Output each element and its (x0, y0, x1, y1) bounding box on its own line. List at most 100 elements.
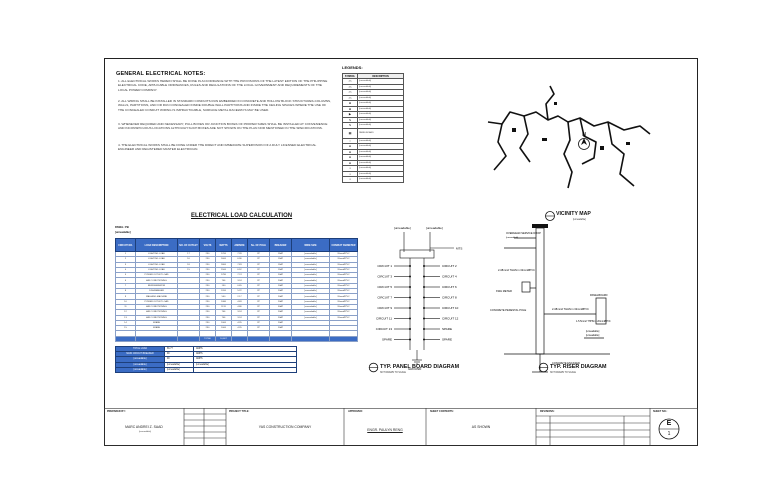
legend-body: ▭[unreadable]▭[unreadable]▭[unreadable]▭… (342, 78, 404, 183)
load-calc-header-cell: VOLTS (199, 238, 216, 252)
riser-overhead-label: OVERHEAD SERVICE DROP (506, 231, 541, 235)
riser-encased-label: CONCRETE ENCASED (552, 361, 580, 365)
map-block (626, 142, 630, 145)
legend-description: [unreadable] (357, 78, 404, 85)
legend-row: ⊕[unreadable] (342, 100, 404, 107)
legend-row: ▦PANELBOARD (342, 127, 404, 139)
load-calc-header-cell: AMPERE (231, 238, 248, 252)
legend-description: [unreadable] (357, 94, 404, 101)
riser-grade-label-2: [unreadable] (586, 334, 600, 337)
riser-subcaption: NOT DRAWN TO SCALE (550, 372, 576, 374)
legend-row: ⊕[unreadable] (342, 105, 404, 112)
map-road-south (563, 121, 573, 189)
load-calc-total-cell (177, 335, 200, 343)
legend-row: S[unreadable] (342, 116, 404, 123)
panel-circuit-left-label: CIRCUIT 5 (377, 285, 392, 289)
breaker-dot (409, 265, 411, 267)
riser-panelboard-label: PANELBOARD (590, 293, 608, 297)
map-road-main (487, 111, 651, 135)
legend-description: [unreadable] (357, 83, 404, 90)
load-calc-total-cell (231, 335, 248, 343)
load-calc-total-cell (247, 335, 270, 343)
pole-cap (532, 224, 548, 228)
project-title-label: PROJECT TITLE: (229, 410, 250, 413)
map-block (554, 102, 557, 105)
breaker-dot (423, 296, 425, 299)
sheet-number: E (666, 420, 672, 427)
panel-ground-label: GROUND (408, 367, 422, 371)
load-calc-panel: PANEL: PB (115, 226, 129, 229)
legend-title: LEGENDS: (342, 65, 363, 70)
load-calc-total-cell (269, 335, 292, 343)
legend-description: PANELBOARD (357, 127, 404, 139)
north-arrow-icon (581, 138, 587, 145)
load-calc-header-cell: CONDUIT DIAMETER (329, 238, 358, 252)
load-calc-total-cell (291, 335, 330, 343)
legend-row: ▭[unreadable] (342, 83, 404, 90)
map-road-east (607, 121, 635, 187)
panel-circuit-left-label: CIRCUIT 9 (377, 306, 392, 310)
title-block: PREPARED BY: MARC ANDREI Z. SAAD [unread… (104, 408, 698, 446)
legend-description: [unreadable] (357, 105, 404, 112)
load-calc-header-cell: CIRCUIT NO. (115, 238, 136, 252)
breaker-dot (423, 317, 425, 320)
load-calc-title: ELECTRICAL LOAD CALCULATION (191, 213, 293, 219)
riser-pole-label: CONCRETE PEDESTAL POLE (490, 308, 526, 312)
legend-description: [unreadable] (357, 100, 404, 107)
legend-symbol: ▦ (342, 127, 358, 139)
panel-circuit-left-label: SPARE (382, 338, 392, 342)
map-block (542, 138, 547, 141)
map-north-label: N (582, 132, 586, 138)
load-summary-value: [unreadable] (164, 366, 194, 373)
load-calc-header-cell: WIRE SIZE (291, 238, 330, 252)
prepared-by-role: [unreadable] (138, 431, 152, 433)
breaker-dot (409, 328, 411, 330)
map-road-west (493, 123, 507, 171)
load-summary-unit (193, 366, 297, 373)
map-road-north (545, 85, 555, 121)
general-note-3: 3. WHENEVER REQUIRED AND NECESSARY, PULL… (118, 122, 328, 131)
load-calc-total-cell (135, 335, 178, 343)
panel-circuit-right-label: SPARE (442, 327, 452, 331)
breaker-dot (409, 317, 411, 320)
panel-board-caption: TYP. PANEL BOARD DIAGRAM (380, 364, 460, 370)
load-calc-header-cell: BREAKER (269, 238, 292, 252)
legend-description: [unreadable] (357, 89, 404, 96)
legend-row: ▶[unreadable] (342, 111, 404, 118)
general-note-2: 2. ALL WIRING SHALL BE INSTALLED IN STAN… (118, 99, 331, 112)
legend-description: [unreadable] (357, 116, 404, 123)
riser-caption-icon (538, 362, 549, 373)
approved-label: APPROVED: (348, 410, 363, 413)
kwh-meter-icon (521, 281, 531, 293)
panel-top-left-label: [unreadable] (394, 226, 411, 230)
vicinity-caption-icon (545, 211, 555, 221)
map-block (512, 128, 516, 132)
project-title: YAS CONSTRUCTION COMPANY (258, 425, 312, 429)
prepared-by-label: PREPARED BY: (107, 410, 126, 413)
panel-circuit-left-label: CIRCUIT 11 (376, 317, 392, 321)
breaker-dot (409, 275, 411, 278)
vicinity-map-subtitle: [unreadable] (573, 219, 586, 221)
riser-panelboard-box (595, 297, 607, 325)
panel-circuit-right-label: SPARE (442, 338, 452, 342)
load-calc-header-cell: NO. OF OUTLET (177, 238, 200, 252)
riser-grade-label: [unreadable] (586, 330, 600, 333)
revisions-label: REVISIONS: (540, 410, 555, 413)
load-calc-total-cell (329, 335, 358, 343)
panel-circuit-left-label: CIRCUIT 1 (377, 264, 392, 268)
breaker-dot (423, 275, 425, 278)
breaker-dot (409, 307, 411, 309)
map-block (600, 146, 604, 150)
load-calc-header-cell: WATTS (215, 238, 232, 252)
panel-circuit-right-label: CIRCUIT 6 (442, 285, 457, 289)
panel-circuit-right-label: CIRCUIT 8 (442, 296, 457, 300)
sheet-contents-label: SHEET CONTENTS: (430, 410, 454, 413)
panel-circuit-left-label: CIRCUIT 3 (377, 275, 392, 279)
